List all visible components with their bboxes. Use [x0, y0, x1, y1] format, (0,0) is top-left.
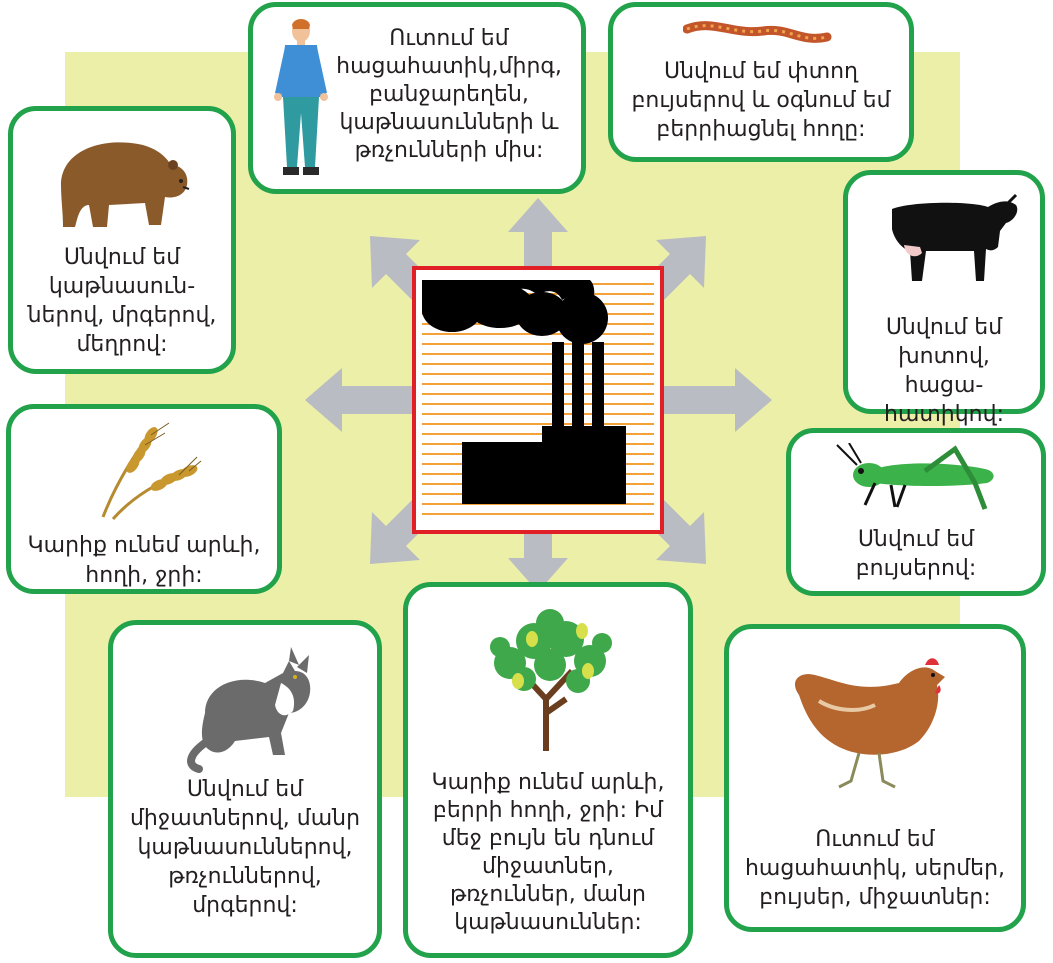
cow-icon — [882, 189, 1022, 293]
card-cow-text: Սնվում եմ խոտով, հացա- հատիկով: — [856, 313, 1032, 429]
cat-icon — [185, 643, 325, 777]
arrow-left — [305, 368, 412, 432]
card-earthworm: Սնվում եմ փտող բույսերով և օգնում եմ բեր… — [608, 2, 914, 162]
card-cat-text: Սնվում եմ միջատներով, մանր կաթնասուններո… — [121, 775, 369, 920]
factory-pollution-icon — [412, 266, 664, 534]
card-cat: Սնվում եմ միջատներով, մանր կաթնասուններո… — [108, 620, 382, 958]
card-earthworm-text: Սնվում եմ փտող բույսերով և օգնում եմ բեր… — [621, 57, 901, 144]
card-cow: Սնվում եմ խոտով, հացա- հատիկով: — [843, 170, 1045, 414]
hen-icon — [779, 641, 959, 795]
card-hen-text: Ուտում եմ հացահատիկ, սերմեր, բույսեր, մի… — [737, 825, 1013, 912]
card-bear-text: Սնվում եմ կաթնասուն- ներով, մրգերով, մեղ… — [21, 243, 223, 359]
card-grasshopper-text: Սնվում եմ բույսերով: — [799, 525, 1033, 583]
card-wheat-text: Կարիք ունեմ արևի, հողի, ջրի: — [19, 531, 269, 591]
card-grasshopper: Սնվում եմ բույսերով: — [786, 428, 1046, 596]
arrow-right — [664, 368, 772, 432]
card-hen: Ուտում եմ հացահատիկ, սերմեր, բույսեր, մի… — [724, 624, 1026, 932]
wheat-icon — [93, 421, 203, 525]
card-wheat: Կարիք ունեմ արևի, հողի, ջրի: — [6, 404, 282, 594]
card-human-text: Ուտում եմ հացահատիկ,միրգ, բանջարեղեն, կա… — [325, 25, 573, 165]
card-human: Ուտում եմ հացահատիկ,միրգ, բանջարեղեն, կա… — [248, 2, 586, 194]
card-bear: Սնվում եմ կաթնասուն- ներով, մրգերով, մեղ… — [8, 106, 236, 374]
arrow-up — [508, 198, 568, 268]
bear-icon — [53, 125, 193, 239]
human-icon — [271, 17, 329, 185]
card-pear-tree-text: Կարիք ունեմ արևի, բերրի հողի, ջրի: Իմ մե… — [416, 769, 680, 937]
earthworm-icon — [683, 15, 833, 59]
pear-tree-icon — [470, 603, 630, 757]
card-pear-tree: Կարիք ունեմ արևի, բերրի հողի, ջրի: Իմ մե… — [403, 582, 693, 958]
grasshopper-icon — [835, 443, 1005, 517]
